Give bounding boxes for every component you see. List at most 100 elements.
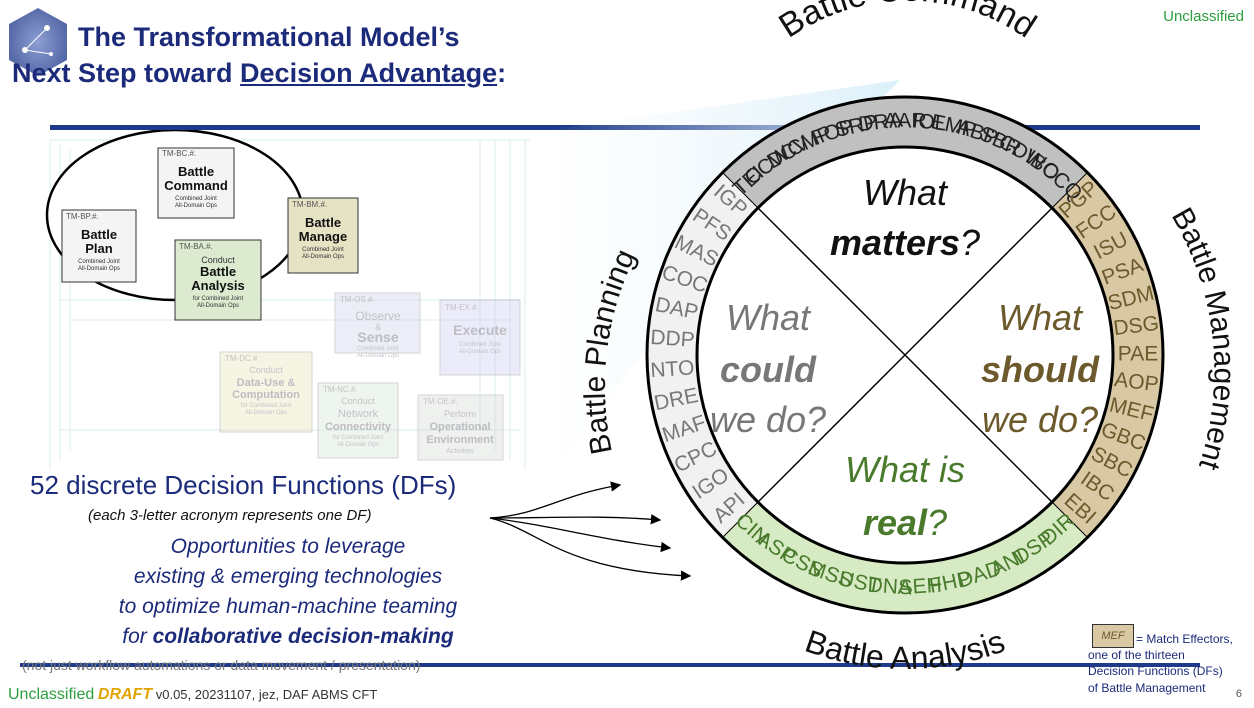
execute-title: Execute	[453, 322, 507, 338]
footer: Unclassified DRAFT v0.05, 20231107, jez,…	[8, 686, 377, 704]
label-battle-management: Battle Management	[1165, 202, 1240, 474]
footer-classification: Unclassified	[8, 686, 95, 703]
title-line-1: The Transformational Model’s	[78, 22, 460, 52]
datause-pre: Conduct	[249, 365, 283, 375]
bm-sub1: Combined Joint	[302, 247, 344, 253]
organization-logo	[9, 8, 67, 76]
opportunity-line-1: Opportunities to leverage	[170, 535, 406, 558]
observe-pre: Observe	[355, 309, 401, 323]
bm-title1: Battle	[305, 215, 341, 230]
bm-title2: Manage	[299, 229, 347, 244]
ba-id: TM-BA.#.	[179, 242, 213, 251]
opportunity-line-3: to optimize human-machine teaming	[118, 595, 458, 618]
network-title2: Connectivity	[325, 421, 392, 433]
legend-line-4: of Battle Management	[1088, 681, 1206, 695]
environment-title1: Operational	[429, 421, 490, 433]
sense-title: Sense	[357, 329, 398, 345]
legend-line-3: Decision Functions (DFs)	[1088, 664, 1223, 678]
decision-wheel: TEICCWDCVCMPFOPSRPDRAAARIOLEMPABPSBRCDWI…	[548, 0, 1240, 676]
q-top-line1: What	[863, 172, 949, 213]
classification-label: Unclassified	[1163, 8, 1244, 25]
bm-id: TM-BM.#.	[292, 200, 327, 209]
execute-id: TM-EX.#.	[445, 303, 479, 312]
page-number: 6	[1235, 688, 1242, 700]
q-top-line2: matters?	[830, 222, 980, 263]
df-aop: AOP	[1113, 368, 1160, 396]
environment-title2: Environment	[426, 434, 494, 446]
df-dra: DRA	[857, 109, 904, 137]
q-right-line1: What	[998, 297, 1084, 338]
environment-id: TM-OE.#.	[423, 397, 458, 406]
q-bottom-line2: real?	[863, 502, 947, 543]
bc-id: TM-BC.#.	[162, 149, 196, 158]
bp-title1: Battle	[81, 227, 117, 242]
network-id: TM-NC.#.	[323, 385, 358, 394]
datause-sub2: All-Domain Ops	[245, 410, 287, 416]
bc-title1: Battle	[178, 164, 214, 179]
bp-sub1: Combined Joint	[78, 259, 120, 265]
q-left-line3: we do?	[710, 399, 826, 440]
bc-title2: Command	[164, 178, 228, 193]
observe-sub2: All-Domain Ops	[357, 353, 399, 359]
df-dsg: DSG	[1112, 312, 1160, 340]
datause-sub1: for Combined Joint	[241, 403, 292, 409]
datause-title2: Computation	[232, 389, 300, 401]
network-sub2: All-Domain Ops	[337, 442, 379, 448]
network-sub1: for Combined Joint	[333, 435, 384, 441]
q-bottom-line1: What is	[845, 449, 965, 490]
bp-sub2: All-Domain Ops	[78, 266, 120, 272]
legend-swatch: MEF	[1092, 624, 1134, 648]
df-nto: NTO	[650, 356, 695, 382]
df-pae: PAE	[1118, 343, 1158, 366]
battle-analysis-box	[174, 239, 262, 321]
df-dna: DNA	[867, 574, 913, 600]
bp-id: TM-BP.#.	[66, 212, 99, 221]
bm-sub2: All-Domain Ops	[302, 254, 344, 260]
footer-draft: DRAFT	[97, 686, 153, 703]
divider-line-2	[757, 207, 1053, 503]
label-battle-command: Battle Command	[772, 0, 1042, 45]
execute-sub2: All-Domain Ops	[459, 349, 501, 355]
environment-pre: Perform	[444, 409, 476, 419]
network-pre: Conduct	[341, 396, 375, 406]
q-top-bold: matters	[830, 222, 960, 263]
battle-plan-box	[61, 209, 137, 283]
ba-title2: Analysis	[191, 278, 244, 293]
ba-pre: Conduct	[201, 255, 235, 265]
decision-functions-subtext: (each 3-letter acronym represents one DF…	[88, 507, 372, 524]
title-prefix: Next Step toward	[12, 58, 241, 88]
ba-title1: Battle	[200, 264, 236, 279]
datause-id: TM-DC.#.	[225, 354, 260, 363]
ba-sub1: for Combined Joint	[193, 296, 244, 302]
opportunity-line-2: existing & emerging technologies	[133, 565, 443, 588]
footer-divider	[20, 663, 1200, 667]
q-bottom-tail: ?	[927, 502, 947, 543]
outer-circle	[645, 95, 1165, 615]
observe-sub1: Combined Joint	[357, 346, 399, 352]
title-line-2: Next Step toward Decision Advantage:	[12, 58, 506, 89]
legend-line-2: one of the thirteen	[1088, 648, 1185, 662]
execute-sub1: Combined Joint	[459, 342, 501, 348]
title-suffix: :	[497, 58, 507, 88]
q-left-line2: could	[720, 349, 817, 390]
opp4-prefix: for	[122, 625, 153, 648]
ba-sub2: All-Domain Ops	[197, 303, 239, 309]
df-iol: IOL	[911, 109, 947, 135]
battle-manage-box	[287, 197, 359, 274]
battle-command-box	[157, 147, 235, 219]
observe-id: TM-OS.#.	[340, 295, 375, 304]
pointer-arrows	[489, 481, 692, 581]
highlight-beam	[548, 80, 900, 480]
footnote: (not just workflow automations or data m…	[22, 657, 421, 673]
environment-sub1: Activities	[446, 448, 474, 455]
transformational-model-diagram: TM-OS.#. Observe & Sense Combined Joint …	[45, 130, 530, 470]
q-top-tail: ?	[960, 222, 980, 263]
legend-line-1: = Match Effectors,	[1136, 632, 1233, 646]
df-aar: AAR	[883, 110, 926, 133]
df-seh: SEH	[898, 574, 943, 600]
label-battle-analysis: Battle Analysis	[801, 623, 1009, 676]
q-bottom-bold: real	[863, 502, 928, 543]
network-title1: Network	[338, 408, 379, 420]
q-right-line2: should	[981, 349, 1100, 390]
observe-amp: &	[375, 322, 381, 332]
